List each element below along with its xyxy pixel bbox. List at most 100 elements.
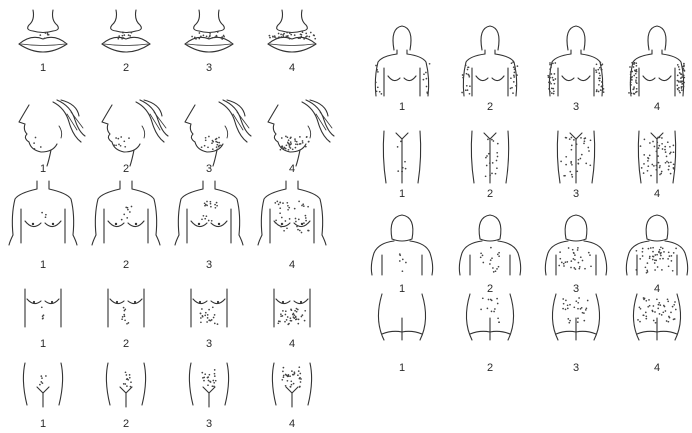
grade-label-4: 4: [289, 163, 295, 175]
face-profile-icon: [19, 100, 85, 166]
hair-dots: [480, 247, 500, 273]
hair-dots: [280, 136, 310, 151]
lower-abdomen-icon: [23, 363, 62, 407]
hair-dots: [41, 306, 44, 319]
arms-torso-icon: [461, 26, 518, 96]
hair-dots: [562, 297, 588, 323]
row-arms-torso: [375, 26, 685, 96]
grade-label-2: 2: [123, 163, 129, 175]
grade-label-2: 2: [123, 338, 129, 350]
arms-torso-icon: [375, 26, 431, 96]
hair-dots: [113, 136, 129, 148]
hair-dots: [201, 201, 218, 222]
hair-dots: [201, 136, 222, 151]
hair-dots: [274, 201, 309, 234]
upper-back-icon: [459, 215, 520, 275]
grade-label-3: 3: [206, 418, 212, 430]
upper-back-icon: [626, 215, 687, 275]
lower-back-icon: [466, 294, 513, 340]
hair-dots: [201, 369, 216, 387]
row-lips: [19, 10, 316, 52]
grade-label-3: 3: [206, 62, 212, 74]
upper-back-icon: [371, 215, 432, 275]
hair-dots: [121, 307, 129, 325]
chest-icon: [92, 181, 160, 245]
grade-label-1: 1: [40, 338, 46, 350]
row-lower-abdomen: [23, 363, 311, 407]
grade-label-2: 2: [487, 283, 493, 295]
grade-label-4: 4: [289, 259, 295, 271]
grade-label-4: 4: [654, 188, 660, 200]
left-panel: [9, 10, 334, 407]
grade-label-4: 4: [289, 338, 295, 350]
hair-dots: [39, 375, 47, 385]
grade-label-3: 3: [206, 163, 212, 175]
thighs-icon: [557, 131, 594, 183]
grade-label-1: 1: [399, 283, 405, 295]
face-profile-icon: [185, 100, 251, 166]
hair-dots: [200, 306, 219, 325]
grade-label-4: 4: [654, 101, 660, 113]
grade-label-1: 1: [399, 188, 405, 200]
grade-label-3: 3: [573, 101, 579, 113]
grade-label-3: 3: [206, 259, 212, 271]
upper-abdomen-icon: [191, 289, 227, 327]
upper-abdomen-icon: [25, 289, 61, 327]
grade-label-4: 4: [289, 418, 295, 430]
lower-back-icon: [378, 294, 425, 340]
hair-dots: [33, 137, 41, 150]
lower-abdomen-icon: [189, 363, 228, 407]
grade-label-1: 1: [399, 362, 405, 374]
upper-abdomen-icon: [274, 289, 310, 327]
grade-label-2: 2: [123, 418, 129, 430]
grade-label-4: 4: [654, 283, 660, 295]
row-thighs: [383, 131, 675, 183]
upper-abdomen-icon: [108, 289, 144, 327]
grade-label-1: 1: [40, 163, 46, 175]
arms-torso-icon: [547, 26, 604, 96]
grade-label-1: 1: [399, 101, 405, 113]
hair-dots: [123, 371, 132, 387]
grade-label-3: 3: [573, 362, 579, 374]
grade-label-3: 3: [206, 338, 212, 350]
thighs-icon: [638, 131, 675, 183]
grade-label-3: 3: [573, 283, 579, 295]
row-face-profile: [19, 100, 334, 166]
row-lower-back: [378, 294, 680, 340]
row-chest: [9, 181, 326, 245]
face-profile-icon: [102, 100, 168, 166]
hair-dots: [547, 62, 556, 94]
lower-abdomen-icon: [106, 363, 145, 407]
grade-label-2: 2: [487, 362, 493, 374]
lips-icon: [268, 10, 316, 52]
hair-dots: [399, 253, 407, 272]
upper-back-icon: [545, 215, 606, 275]
hair-dots: [595, 62, 604, 93]
hair-dots: [461, 64, 471, 94]
lips-icon: [102, 10, 150, 52]
grade-label-1: 1: [40, 259, 46, 271]
hair-dots: [423, 63, 431, 94]
chest-icon: [258, 181, 326, 245]
chest-icon: [9, 181, 77, 245]
arms-torso-icon: [628, 26, 685, 96]
grade-label-2: 2: [123, 259, 129, 271]
grade-label-1: 1: [40, 62, 46, 74]
right-panel: [371, 26, 687, 340]
hair-dots: [121, 206, 132, 221]
lower-abdomen-icon: [272, 363, 311, 407]
lips-icon: [19, 10, 67, 52]
thighs-icon: [383, 131, 420, 183]
hair-dots: [485, 139, 499, 178]
grade-label-2: 2: [487, 188, 493, 200]
hair-dots: [635, 246, 677, 273]
face-profile-icon: [268, 100, 334, 166]
grade-label-4: 4: [289, 62, 295, 74]
grade-label-1: 1: [40, 418, 46, 430]
grade-label-2: 2: [487, 101, 493, 113]
hair-dots: [628, 62, 638, 95]
chest-icon: [175, 181, 243, 245]
grade-label-4: 4: [654, 362, 660, 374]
